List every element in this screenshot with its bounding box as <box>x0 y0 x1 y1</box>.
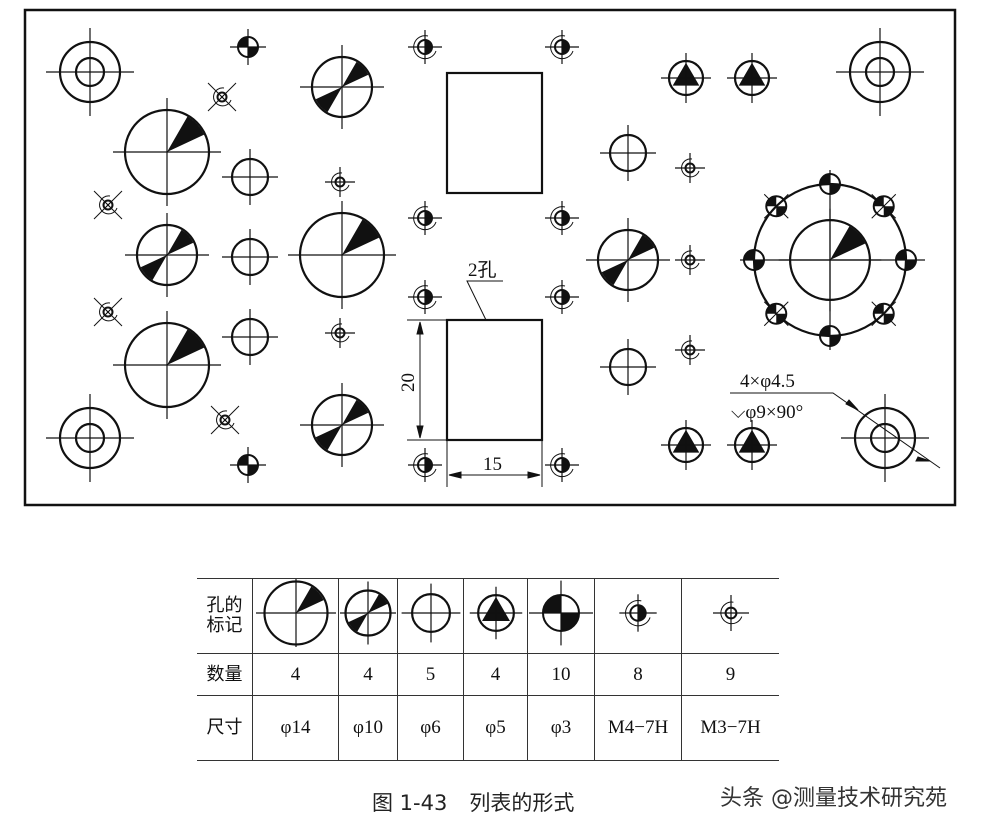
m3-thread-mark <box>93 190 123 220</box>
phi3-hole-mark <box>743 249 765 271</box>
counterbore-hole-mark <box>841 394 929 482</box>
rect-hole-top <box>445 71 544 195</box>
dimension-height: 20 <box>398 373 419 392</box>
size: M3−7H <box>681 695 779 761</box>
m3-thread-mark <box>675 153 705 183</box>
m4-thread-mark <box>408 280 442 314</box>
qty: 10 <box>527 653 595 696</box>
qty: 4 <box>252 653 339 696</box>
qty: 8 <box>594 653 682 696</box>
header-quantity: 数量 <box>206 663 243 685</box>
phi5-hole-mark <box>727 53 777 103</box>
m4-thread-mark <box>408 30 442 64</box>
m4-thread-mark <box>545 280 579 314</box>
size: φ3 <box>527 695 595 761</box>
qty: 4 <box>338 653 398 696</box>
phi3-hole-mark <box>763 301 789 327</box>
phi10-hole-mark <box>300 45 384 129</box>
phi3-hole-mark <box>819 325 841 347</box>
size: φ6 <box>397 695 464 761</box>
rectangular-holes <box>407 71 941 487</box>
leader-label: 2孔 <box>468 259 497 281</box>
row-quantity: 数量 4 4 5 4 10 8 9 <box>197 653 779 696</box>
phi6-hole-mark <box>222 309 278 365</box>
header-marks: 孔的 标记 <box>206 595 243 636</box>
phi5-hole-mark <box>727 420 777 470</box>
counterbore-hole-mark <box>46 28 134 116</box>
m3-thread-mark <box>675 335 705 365</box>
row-marks: 孔的 标记 <box>197 572 779 654</box>
qty: 5 <box>397 653 464 696</box>
m4-thread-mark <box>408 201 442 235</box>
phi6-hole-mark <box>600 339 656 395</box>
phi3-hole-mark <box>871 193 897 219</box>
phi3-hole-mark <box>230 29 266 65</box>
m3-symbol-icon <box>712 595 749 631</box>
phi6-symbol-icon <box>401 583 460 643</box>
phi14-hole-mark <box>288 201 396 309</box>
row-size: 尺寸 φ14 φ10 φ6 φ5 φ3 M4−7H M3−7H <box>197 695 779 761</box>
m4-thread-mark <box>545 30 579 64</box>
phi5-hole-mark <box>661 53 711 103</box>
size: φ5 <box>463 695 528 761</box>
phi10-symbol-icon <box>336 581 400 645</box>
qty: 4 <box>463 653 528 696</box>
size: M4−7H <box>594 695 682 761</box>
phi10-hole-mark <box>586 218 670 302</box>
m4-symbol-icon <box>619 594 657 632</box>
m4-thread-mark <box>545 448 579 482</box>
phi3-hole-mark <box>763 193 789 219</box>
m3-thread-mark <box>325 318 355 348</box>
phi10-hole-mark <box>300 383 384 467</box>
m4-thread-mark <box>545 201 579 235</box>
phi6-hole-mark <box>600 125 656 181</box>
phi5-symbol-icon <box>469 586 522 640</box>
size: φ10 <box>338 695 398 761</box>
phi3-hole-mark <box>895 249 917 271</box>
figure-title: 列表的形式 <box>469 791 575 815</box>
m3-thread-mark <box>325 167 355 197</box>
size: φ14 <box>252 695 339 761</box>
phi14-hole-mark <box>113 98 221 206</box>
header-size: 尺寸 <box>206 717 243 738</box>
watermark: 头条 @测量技术研究苑 <box>720 786 947 811</box>
phi3-hole-mark <box>230 447 266 483</box>
m4-thread-mark <box>408 448 442 482</box>
m3-thread-mark <box>675 245 705 275</box>
figure-caption: 图 1-43 列表的形式 <box>372 787 596 817</box>
phi14-symbol-icon <box>255 572 336 654</box>
phi6-hole-mark <box>222 229 278 285</box>
hole-note-line1: 4×φ4.5 <box>740 371 795 392</box>
hole-note-line2: ⌵φ9×90° <box>731 402 803 423</box>
counterbore-hole-mark <box>836 28 924 116</box>
phi6-hole-mark <box>222 149 278 205</box>
phi10-hole-mark <box>125 213 209 297</box>
dimension-width: 15 <box>483 454 502 475</box>
m3-thread-mark <box>210 405 240 435</box>
counterbore-hole-mark <box>46 394 134 482</box>
phi3-hole-mark <box>871 301 897 327</box>
m3-thread-mark <box>207 82 237 112</box>
phi3-symbol-icon <box>528 580 594 646</box>
figure-number: 图 1-43 <box>372 791 448 815</box>
plate-outline <box>23 8 957 507</box>
phi5-hole-mark <box>661 420 711 470</box>
phi3-hole-mark <box>819 173 841 195</box>
phi14-hole-mark <box>113 311 221 419</box>
rect-hole-bottom <box>445 318 544 442</box>
qty: 9 <box>681 653 779 696</box>
hole-legend-table: 孔的 标记 数量 4 4 5 4 10 8 9 尺寸 φ14 φ10 φ6 φ5… <box>197 572 779 761</box>
m3-thread-mark <box>93 297 123 327</box>
